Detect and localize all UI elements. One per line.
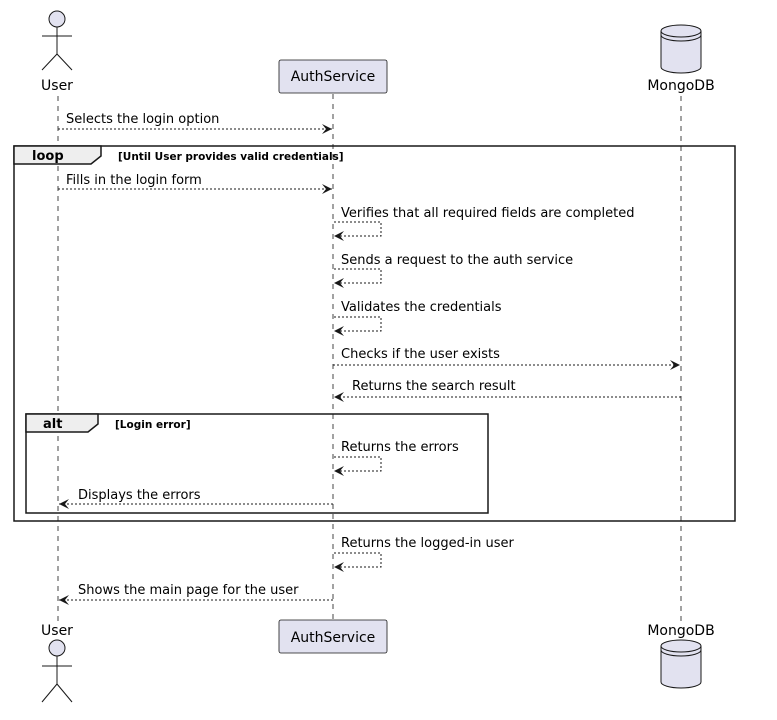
participant-name: MongoDB [647, 623, 714, 639]
svg-text:Fills in the login form: Fills in the login form [66, 173, 202, 188]
participant-mongodb-top: MongoDB [647, 24, 715, 94]
svg-text:Sends a request to the auth se: Sends a request to the auth service [341, 253, 573, 268]
participant-user-bottom: User [41, 623, 73, 703]
self-message-returns-logged-in-user: Returns the logged-in user [334, 536, 515, 572]
svg-text:Validates the credentials: Validates the credentials [341, 300, 502, 315]
self-message-sends-request: Sends a request to the auth service [334, 253, 573, 288]
message-returns-search-result: Returns the search result [334, 379, 681, 402]
participant-name: User [41, 78, 73, 94]
svg-text:Returns the errors: Returns the errors [341, 440, 459, 455]
svg-text:Returns the logged-in user: Returns the logged-in user [341, 536, 515, 551]
svg-text:Selects the login option: Selects the login option [66, 112, 219, 127]
participant-authservice-top: AuthService [278, 59, 388, 94]
self-message-verifies-fields: Verifies that all required fields are co… [334, 206, 634, 241]
actor-icon [41, 639, 73, 703]
loop-condition: [Until User provides valid credentials] [118, 151, 344, 163]
svg-text:Verifies that all required fie: Verifies that all required fields are co… [341, 206, 634, 221]
svg-text:Checks if the user exists: Checks if the user exists [341, 347, 500, 362]
svg-text:Shows the main page for the us: Shows the main page for the user [78, 583, 299, 598]
message-displays-errors: Displays the errors [59, 488, 333, 509]
message-checks-user-exists: Checks if the user exists [333, 347, 680, 370]
database-icon [660, 24, 702, 74]
participant-mongodb-bottom: MongoDB [647, 623, 715, 689]
svg-text:Displays the errors: Displays the errors [78, 488, 201, 503]
participant-name: MongoDB [647, 78, 714, 94]
participant-name: AuthService [291, 69, 376, 85]
database-icon [660, 639, 702, 689]
message-shows-main-page: Shows the main page for the user [59, 583, 333, 605]
message-fills-form: Fills in the login form [58, 173, 332, 194]
participant-name: AuthService [291, 630, 376, 646]
alt-condition: [Login error] [115, 419, 191, 431]
loop-fragment: loop [Until User provides valid credenti… [13, 145, 736, 522]
participant-authservice-bottom: AuthService [278, 619, 388, 654]
participant-user-top: User [41, 10, 73, 94]
self-message-validates-credentials: Validates the credentials [334, 300, 502, 336]
alt-fragment: alt [Login error] [25, 413, 489, 514]
actor-icon [41, 10, 73, 71]
alt-keyword: alt [43, 417, 62, 432]
svg-text:Returns the search result: Returns the search result [352, 379, 516, 394]
participant-name: User [41, 623, 73, 639]
loop-keyword: loop [32, 149, 64, 164]
self-message-returns-errors: Returns the errors [334, 440, 459, 476]
message-selects-login: Selects the login option [58, 112, 332, 134]
